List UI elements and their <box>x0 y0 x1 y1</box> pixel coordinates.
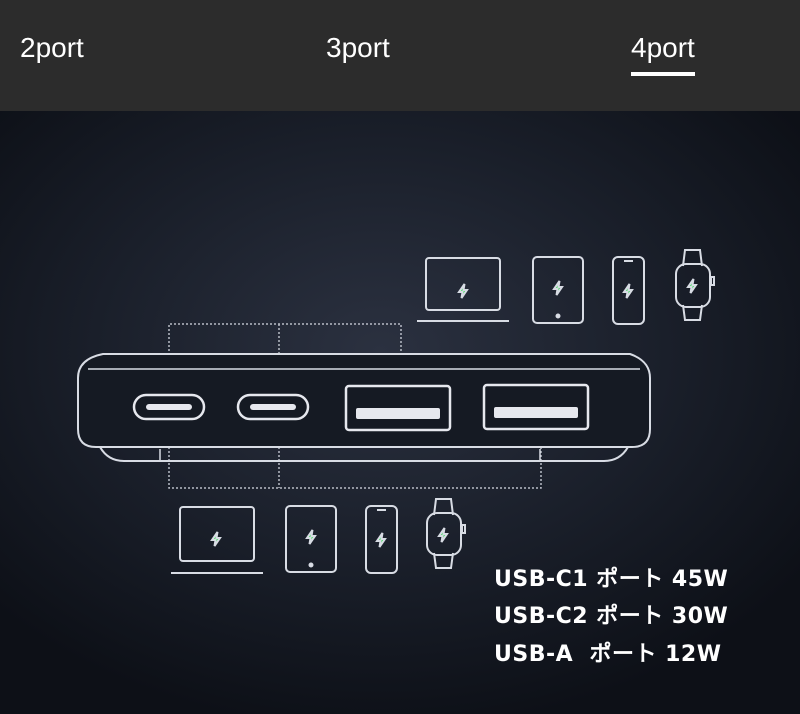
usb-c-port-icon <box>236 393 310 421</box>
tab-active-underline <box>631 72 695 76</box>
product-illustration: USB-C1 ポート 45W USB-C2 ポート 30W USB-A ポート … <box>0 111 800 714</box>
watch-icon <box>426 498 466 569</box>
spec-usb-c1-output: USB-C1 ポート 45W <box>494 567 729 592</box>
tab-2port-label: 2port <box>20 32 84 63</box>
spec-usb-a-output: USB-A ポート 12W <box>494 642 722 667</box>
tab-3port-label: 3port <box>326 32 390 63</box>
phone-icon <box>612 256 645 325</box>
tab-4port-label: 4port <box>631 32 695 63</box>
usb-a-port-icon <box>482 383 590 431</box>
spec-usb-c2-output: USB-C2 ポート 30W <box>494 604 729 629</box>
laptop-icon <box>171 506 263 574</box>
tab-bar: 2port 3port 4port <box>0 0 800 111</box>
watch-icon <box>675 249 715 321</box>
power-bank-body <box>77 353 651 462</box>
tab-3port[interactable]: 3port <box>326 28 390 78</box>
tablet-icon <box>285 505 337 573</box>
tab-2port[interactable]: 2port <box>20 28 84 78</box>
usb-c-port-icon <box>132 393 206 421</box>
tab-4port[interactable]: 4port <box>631 28 695 78</box>
phone-icon <box>365 505 398 574</box>
tablet-icon <box>532 256 584 324</box>
laptop-icon <box>417 257 509 322</box>
usb-a-port-icon <box>344 384 452 432</box>
power-bank-diagram <box>77 249 715 574</box>
